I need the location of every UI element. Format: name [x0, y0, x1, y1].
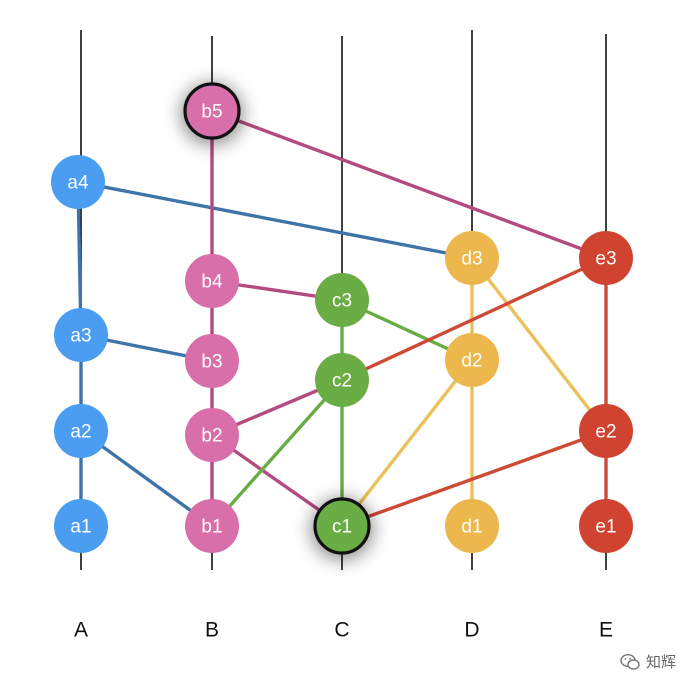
- node-d1[interactable]: d1: [445, 499, 499, 553]
- node-c3[interactable]: c3: [315, 273, 369, 327]
- node-label-a1: a1: [70, 517, 91, 538]
- node-a2[interactable]: a2: [54, 404, 108, 458]
- node-c1[interactable]: c1: [311, 497, 373, 560]
- node-e1[interactable]: e1: [579, 499, 633, 553]
- node-label-a2: a2: [70, 422, 91, 443]
- nodes: a1 a2 a3 a4 b1 b2 b3 b4 b5 c1 c2 c3 d1 d2 d3 e1 e2 e3: [51, 82, 633, 560]
- node-label-d3: d3: [461, 249, 482, 270]
- node-a4[interactable]: a4: [51, 155, 105, 209]
- node-label-a4: a4: [67, 173, 89, 194]
- node-b1[interactable]: b1: [185, 499, 239, 553]
- lane-label-b: B: [205, 619, 219, 642]
- node-b2[interactable]: b2: [185, 408, 239, 462]
- node-label-b3: b3: [201, 352, 222, 373]
- lane-label-e: E: [599, 619, 613, 642]
- edge-c2-e3: [340, 256, 608, 382]
- edge-d3-e2: [470, 256, 608, 433]
- node-b5[interactable]: b5: [181, 82, 243, 145]
- node-e3[interactable]: e3: [579, 231, 633, 285]
- node-d2[interactable]: d2: [445, 333, 499, 387]
- edge-c1-d2: [340, 358, 474, 528]
- node-b3[interactable]: b3: [185, 334, 239, 388]
- node-label-a3: a3: [70, 326, 91, 347]
- node-label-b5: b5: [201, 102, 222, 123]
- node-a3[interactable]: a3: [54, 308, 108, 362]
- node-d3[interactable]: d3: [445, 231, 499, 285]
- node-label-d2: d2: [461, 351, 482, 372]
- lane-label-c: C: [334, 619, 349, 642]
- edge-b5-e3: [210, 109, 608, 260]
- node-a1[interactable]: a1: [54, 499, 108, 553]
- edge-a4-d3: [76, 180, 474, 260]
- node-label-e1: e1: [595, 517, 616, 538]
- node-e2[interactable]: e2: [579, 404, 633, 458]
- edge-b1-c2: [210, 378, 344, 528]
- watermark: 知辉: [620, 651, 676, 672]
- node-label-b4: b4: [201, 272, 223, 293]
- edge-c1-e2: [340, 429, 608, 528]
- lane-label-a: A: [74, 619, 88, 642]
- node-label-e2: e2: [595, 422, 616, 443]
- node-label-c2: c2: [332, 371, 352, 392]
- wechat-icon: [620, 653, 640, 670]
- node-label-b1: b1: [201, 517, 222, 538]
- lane-labels: A B C D E: [74, 619, 613, 642]
- node-label-e3: e3: [595, 249, 616, 270]
- lane-label-d: D: [464, 619, 479, 642]
- node-label-b2: b2: [201, 426, 222, 447]
- watermark-text: 知辉: [645, 653, 676, 671]
- node-label-d1: d1: [461, 517, 482, 538]
- node-c2[interactable]: c2: [315, 353, 369, 407]
- node-label-c3: c3: [332, 291, 352, 312]
- node-label-c1: c1: [332, 517, 352, 538]
- node-b4[interactable]: b4: [185, 254, 239, 308]
